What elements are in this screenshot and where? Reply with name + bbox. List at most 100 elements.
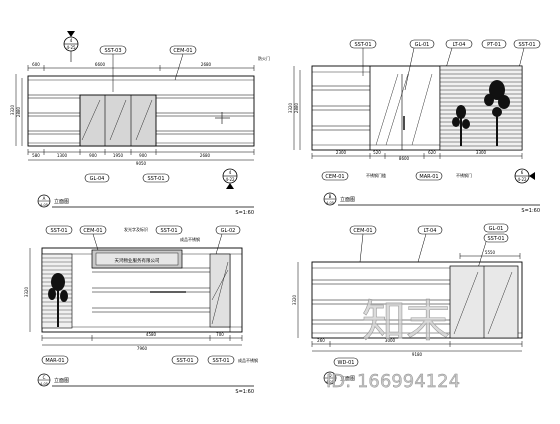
callout-tag: GL-01 [483,223,509,233]
svg-text:8600: 8600 [399,156,410,161]
svg-text:B: B [329,194,332,199]
svg-text:3320: 3320 [24,286,29,297]
svg-text:6: 6 [521,170,524,175]
callout-tag: LT-04 [417,225,443,263]
svg-text:PT-01: PT-01 [487,42,501,48]
svg-text:4-05: 4-05 [40,203,48,207]
glass-door [375,73,433,150]
svg-text:520: 520 [373,150,381,155]
svg-text:C: C [43,375,46,380]
title-marker-b: B 4-05 [323,192,337,206]
height-dimension [293,66,301,150]
svg-text:成品不锈钢: 成品不锈钢 [180,236,200,242]
svg-text:GL-01: GL-01 [415,42,430,48]
svg-text:4: 4 [70,38,73,43]
svg-text:4-22: 4-22 [225,177,235,182]
svg-text:7960: 7960 [137,346,148,351]
svg-text:CEM-01: CEM-01 [83,228,102,234]
scale-label: S=1:60 [235,210,254,216]
elevation-title: 立面图 [54,377,69,384]
svg-text:9180: 9180 [412,352,423,357]
callout-tag: GL-04 [84,173,110,183]
svg-text:发光字及标识: 发光字及标识 [124,226,148,232]
svg-text:600: 600 [32,62,40,67]
svg-text:4-22: 4-22 [517,177,527,182]
svg-text:2300: 2300 [336,150,347,155]
title-marker-a: A 4-05 [37,194,51,208]
callout-tag: WD-01 [333,357,359,367]
svg-text:900: 900 [89,153,97,158]
scale-label: S=1:60 [235,389,254,395]
callout-tag: CEM-01 [79,225,107,251]
dimension-line-top [27,65,255,71]
svg-text:4-05: 4-05 [40,382,48,386]
callout-tag: CEM-01 [321,171,349,181]
callout-tag: PT-01 [481,39,507,49]
svg-text:260: 260 [317,338,325,343]
svg-text:580: 580 [32,153,40,158]
svg-text:A: A [43,196,46,201]
callout-tag: SST-01 [45,225,73,235]
svg-text:D: D [328,373,331,378]
svg-text:4-05: 4-05 [326,380,334,384]
svg-text:CEM-01: CEM-01 [325,174,344,180]
glass-door [449,265,519,339]
svg-text:3320: 3320 [10,104,15,115]
company-sign-text: 天鸿物业服务有限公司 [115,257,160,264]
callout-tag: CEM-01 [349,225,377,263]
svg-text:SST-01: SST-01 [487,236,504,242]
svg-text:2880: 2880 [294,102,299,113]
elevation-panel-a: 4 4-25 SST-03 CEM-01 防火门 600 6600 2680 [10,31,270,216]
height-dimension [15,74,23,146]
dimension-line-bottom [41,335,243,346]
callout-tag: MAR-01 [41,355,69,365]
svg-text:4-05: 4-05 [326,201,334,205]
svg-text:GL-04: GL-04 [90,176,105,182]
dimension-line-bottom [311,153,523,159]
svg-text:SST-01: SST-01 [354,42,371,48]
slatted-panel [439,65,523,151]
elevation-panel-b: SST-01 GL-01 LT-04 PT-01 SST-01 3320 288… [288,39,541,214]
svg-text:3000: 3000 [385,338,396,343]
svg-text:620: 620 [428,150,436,155]
svg-text:SST-01: SST-01 [212,358,229,364]
elevation-panel-c: SST-01 CEM-01 发光字及标识 SST-01 GL-02 成品不锈钢 … [24,225,258,395]
watermark-brand: 知末 [362,296,450,347]
scale-label: S=1:60 [521,208,540,214]
callout-tag: SST-01 [207,355,235,365]
plant-icon [452,80,510,146]
svg-text:GL-02: GL-02 [221,228,236,234]
elevation-title: 立面图 [340,375,355,382]
svg-text:3300: 3300 [476,150,487,155]
elevation-panel-d: CEM-01 LT-04 GL-01 SST-01 5550 3320 [292,223,523,385]
elevation-title: 立面图 [340,196,355,203]
svg-text:2680: 2680 [200,153,211,158]
svg-text:9050: 9050 [136,161,147,166]
svg-text:1300: 1300 [57,153,68,158]
svg-text:SST-01: SST-01 [160,228,177,234]
svg-text:700: 700 [216,332,224,337]
callout-tag: SST-01 [349,39,377,76]
svg-text:SST-01: SST-01 [147,176,164,182]
section-marker-a: 4 4-25 [63,31,79,62]
callout-tag: SST-01 [142,173,170,183]
svg-text:4: 4 [229,170,232,175]
title-marker-d: D 4-05 [323,371,337,385]
svg-text:4-25: 4-25 [66,45,76,50]
svg-text:GL-01: GL-01 [489,226,504,232]
callout-tag: MAR-01 [415,171,443,181]
callout-tag: GL-02 [215,225,241,255]
svg-text:2880: 2880 [16,106,21,117]
title-marker-c: C 4-05 [37,373,51,387]
svg-text:CEM-01: CEM-01 [173,48,192,54]
svg-text:900: 900 [139,153,147,158]
signage-panel: 天鸿物业服务有限公司 [91,249,183,269]
svg-text:不锈钢门槛: 不锈钢门槛 [366,172,386,178]
svg-text:2680: 2680 [201,62,212,67]
svg-text:成品不锈钢: 成品不锈钢 [238,357,258,363]
callout-tag: CEM-01 [169,45,197,81]
callout-tag: GL-01 [404,39,435,91]
callout-tag: SST-03 [99,45,127,92]
svg-text:LT-04: LT-04 [453,42,466,48]
